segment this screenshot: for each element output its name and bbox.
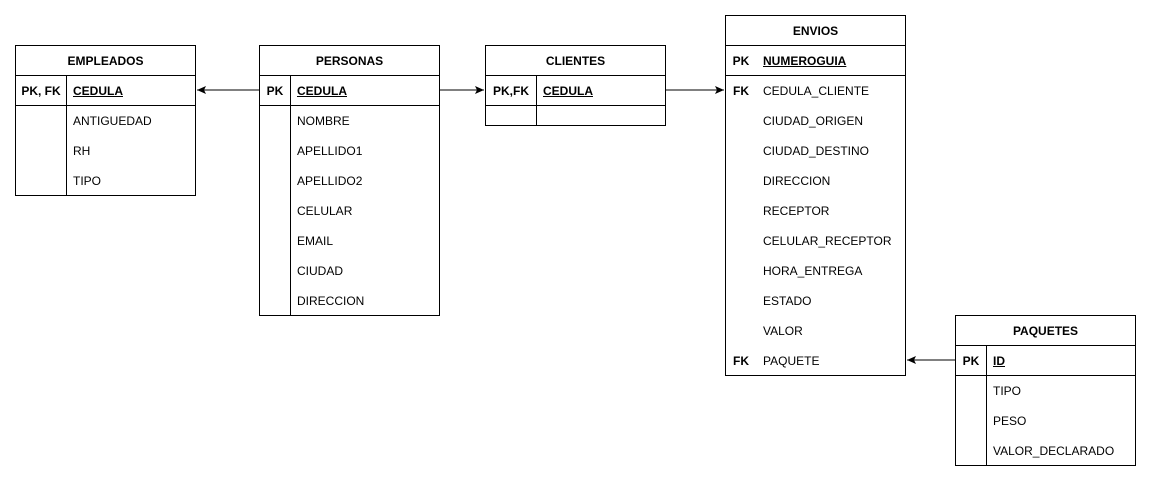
field-label: VALOR_DECLARADO [993, 444, 1115, 458]
pk-field: ID [993, 354, 1005, 368]
entity-empleados[interactable]: EMPLEADOS PK, FK CEDULA ANTIGUEDAD RH TI… [15, 45, 196, 196]
field-row: DIRECCION [260, 286, 439, 316]
pk-field: CEDULA [73, 84, 123, 98]
field-row: CIUDAD [260, 256, 439, 286]
field-row: CIUDAD_ORIGEN [726, 106, 905, 136]
field-row: HORA_ENTREGA [726, 256, 905, 286]
entity-title: PAQUETES [956, 316, 1135, 346]
entity-envios[interactable]: ENVIOS PK NUMEROGUIA FK CEDULA_CLIENTE C… [725, 15, 906, 376]
entity-title: EMPLEADOS [16, 46, 195, 76]
pk-row: PK ID [956, 346, 1135, 376]
field-label: DIRECCION [763, 174, 831, 188]
field-label: TIPO [73, 174, 102, 188]
key-label [726, 226, 756, 256]
entity-title: ENVIOS [726, 16, 905, 46]
entity-title: CLIENTES [486, 46, 665, 76]
column-divider [290, 76, 291, 315]
key-label [726, 316, 756, 346]
key-label: PK [266, 84, 284, 98]
key-label: FK [733, 354, 749, 368]
field-row: PESO [956, 406, 1135, 436]
key-label: PK,FK [493, 84, 529, 98]
key-label [726, 286, 756, 316]
entity-clientes[interactable]: CLIENTES PK,FK CEDULA [485, 45, 666, 126]
pk-field: CEDULA [297, 84, 347, 98]
field-label: HORA_ENTREGA [763, 264, 863, 278]
field-row: TIPO [956, 376, 1135, 406]
field-row: RECEPTOR [726, 196, 905, 226]
field-row: CELULAR [260, 196, 439, 226]
field-label: CIUDAD_DESTINO [763, 144, 870, 158]
pk-row: PK,FK CEDULA [486, 76, 665, 106]
field-label: DIRECCION [297, 294, 365, 308]
key-label: FK [733, 84, 749, 98]
entity-paquetes[interactable]: PAQUETES PK ID TIPO PESO VALOR_DECLARADO [955, 315, 1136, 466]
field-row: TIPO [16, 166, 195, 196]
key-label [16, 136, 66, 166]
pk-row: PK, FK CEDULA [16, 76, 195, 106]
field-label: ESTADO [763, 294, 812, 308]
field-label: PAQUETE [763, 354, 820, 368]
field-row: VALOR [726, 316, 905, 346]
key-label [726, 196, 756, 226]
field-label: TIPO [993, 384, 1022, 398]
key-label [726, 136, 756, 166]
field-label: VALOR [763, 324, 803, 338]
key-label [16, 106, 66, 136]
field-row: NOMBRE [260, 106, 439, 136]
key-label [726, 106, 756, 136]
key-label [16, 166, 66, 196]
field-row: FK PAQUETE [726, 346, 905, 376]
field-row: APELLIDO1 [260, 136, 439, 166]
field-label: CEDULA_CLIENTE [763, 84, 870, 98]
field-row: EMAIL [260, 226, 439, 256]
field-label: ANTIGUEDAD [73, 114, 152, 128]
field-row: ESTADO [726, 286, 905, 316]
field-label: APELLIDO2 [297, 174, 363, 188]
field-label: PESO [993, 414, 1027, 428]
field-row: CIUDAD_DESTINO [726, 136, 905, 166]
key-label [726, 256, 756, 286]
field-label: CIUDAD_ORIGEN [763, 114, 864, 128]
entity-title: PERSONAS [260, 46, 439, 76]
field-label: RECEPTOR [763, 204, 830, 218]
field-row: ANTIGUEDAD [16, 106, 195, 136]
entity-personas[interactable]: PERSONAS PK CEDULA NOMBRE APELLIDO1 APEL… [259, 45, 440, 316]
column-divider [536, 76, 537, 125]
column-divider [66, 76, 67, 195]
field-row: FK CEDULA_CLIENTE [726, 76, 905, 106]
field-row: VALOR_DECLARADO [956, 436, 1135, 466]
key-label: PK [732, 54, 750, 68]
key-label: PK [962, 354, 980, 368]
field-label: CELULAR_RECEPTOR [763, 234, 892, 248]
field-label: EMAIL [297, 234, 334, 248]
key-label [726, 166, 756, 196]
field-label: CELULAR [297, 204, 353, 218]
field-row: APELLIDO2 [260, 166, 439, 196]
pk-row: PK CEDULA [260, 76, 439, 106]
field-label: CIUDAD [297, 264, 344, 278]
empty-row [486, 106, 665, 125]
field-label: RH [73, 144, 91, 158]
key-label: PK, FK [21, 84, 61, 98]
pk-field: CEDULA [543, 84, 593, 98]
field-row: RH [16, 136, 195, 166]
field-label: NOMBRE [297, 114, 350, 128]
pk-field: NUMEROGUIA [763, 54, 847, 68]
field-label: APELLIDO1 [297, 144, 363, 158]
column-divider [986, 346, 987, 465]
field-row: DIRECCION [726, 166, 905, 196]
field-row: CELULAR_RECEPTOR [726, 226, 905, 256]
pk-row: PK NUMEROGUIA [726, 46, 905, 76]
